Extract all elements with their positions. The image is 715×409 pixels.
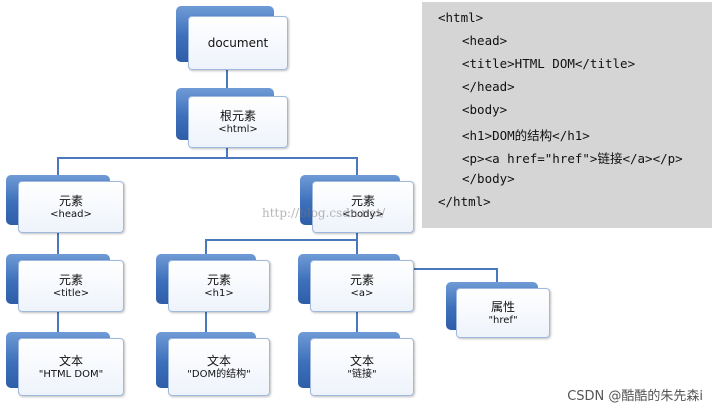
connector-document-root xyxy=(226,70,228,88)
connector-root-branch xyxy=(57,157,358,159)
connector-to-a xyxy=(356,239,358,254)
connector-head-title xyxy=(57,232,59,254)
connector-body-branch xyxy=(205,239,358,241)
node-text-a-label: 文本 xyxy=(349,353,374,368)
node-text-dom-structure: 文本 "DOM的结构" xyxy=(156,332,270,396)
node-text-html-dom: 文本 "HTML DOM" xyxy=(6,332,124,396)
node-text-title-value: "HTML DOM" xyxy=(38,368,104,380)
node-text-title-label: 文本 xyxy=(58,353,83,368)
connector-to-attr xyxy=(496,268,498,282)
connector-root-down xyxy=(226,148,228,158)
connector-body-down xyxy=(356,232,358,240)
code-line: </body> xyxy=(462,171,515,186)
node-root-label: 根元素 xyxy=(219,108,256,123)
node-head-label: 元素 xyxy=(58,193,83,208)
node-h1-tag: <h1> xyxy=(204,287,234,299)
html-source-panel: <html> <head> <title>HTML DOM</title> </… xyxy=(422,2,712,228)
connector-to-h1 xyxy=(205,239,207,254)
node-title: 元素 <title> xyxy=(6,254,124,312)
node-root-html: 根元素 <html> xyxy=(176,88,288,148)
connector-to-head xyxy=(57,157,59,175)
node-attr-label: 属性 xyxy=(490,299,515,314)
code-line: <html> xyxy=(438,10,484,25)
node-h1-label: 元素 xyxy=(206,272,231,287)
node-title-label: 元素 xyxy=(58,272,83,287)
node-document-label: document xyxy=(207,36,269,50)
connector-a-text xyxy=(356,312,358,332)
node-attr-href: 属性 "href" xyxy=(446,282,550,338)
node-head: 元素 <head> xyxy=(6,175,124,233)
connector-a-attr xyxy=(406,268,498,270)
node-a-tag: <a> xyxy=(350,287,374,299)
node-body-tag: <body> xyxy=(342,208,384,220)
node-title-tag: <title> xyxy=(52,287,90,299)
code-line: <title>HTML DOM</title> xyxy=(462,56,636,71)
code-line: </html> xyxy=(438,194,491,209)
code-line: <p><a href="href">链接</a></p> xyxy=(462,151,683,166)
code-line: <h1>DOM的结构</h1> xyxy=(462,128,590,143)
node-a-label: 元素 xyxy=(349,272,374,287)
node-a: 元素 <a> xyxy=(298,254,414,312)
node-root-tag: <html> xyxy=(218,123,258,135)
node-body-label: 元素 xyxy=(350,193,375,208)
node-text-a-value: "链接" xyxy=(347,368,377,380)
node-text-h1-value: "DOM的结构" xyxy=(187,368,251,380)
node-text-h1-label: 文本 xyxy=(206,353,231,368)
connector-to-body xyxy=(356,157,358,175)
code-line: </head> xyxy=(462,79,515,94)
code-line: <body> xyxy=(462,102,508,117)
node-head-tag: <head> xyxy=(50,208,92,220)
node-document: document xyxy=(176,6,288,70)
node-text-link: 文本 "链接" xyxy=(298,332,414,396)
node-h1: 元素 <h1> xyxy=(156,254,270,312)
code-line: <head> xyxy=(462,33,508,48)
node-attr-value: "href" xyxy=(488,314,518,326)
node-body: 元素 <body> xyxy=(300,175,414,233)
connector-title-text xyxy=(57,312,59,332)
footer-credit: CSDN @酷酷的朱先森i xyxy=(567,389,703,404)
connector-h1-text xyxy=(205,312,207,332)
watermark-text: http://blog.csdn.net/ xyxy=(262,206,386,220)
